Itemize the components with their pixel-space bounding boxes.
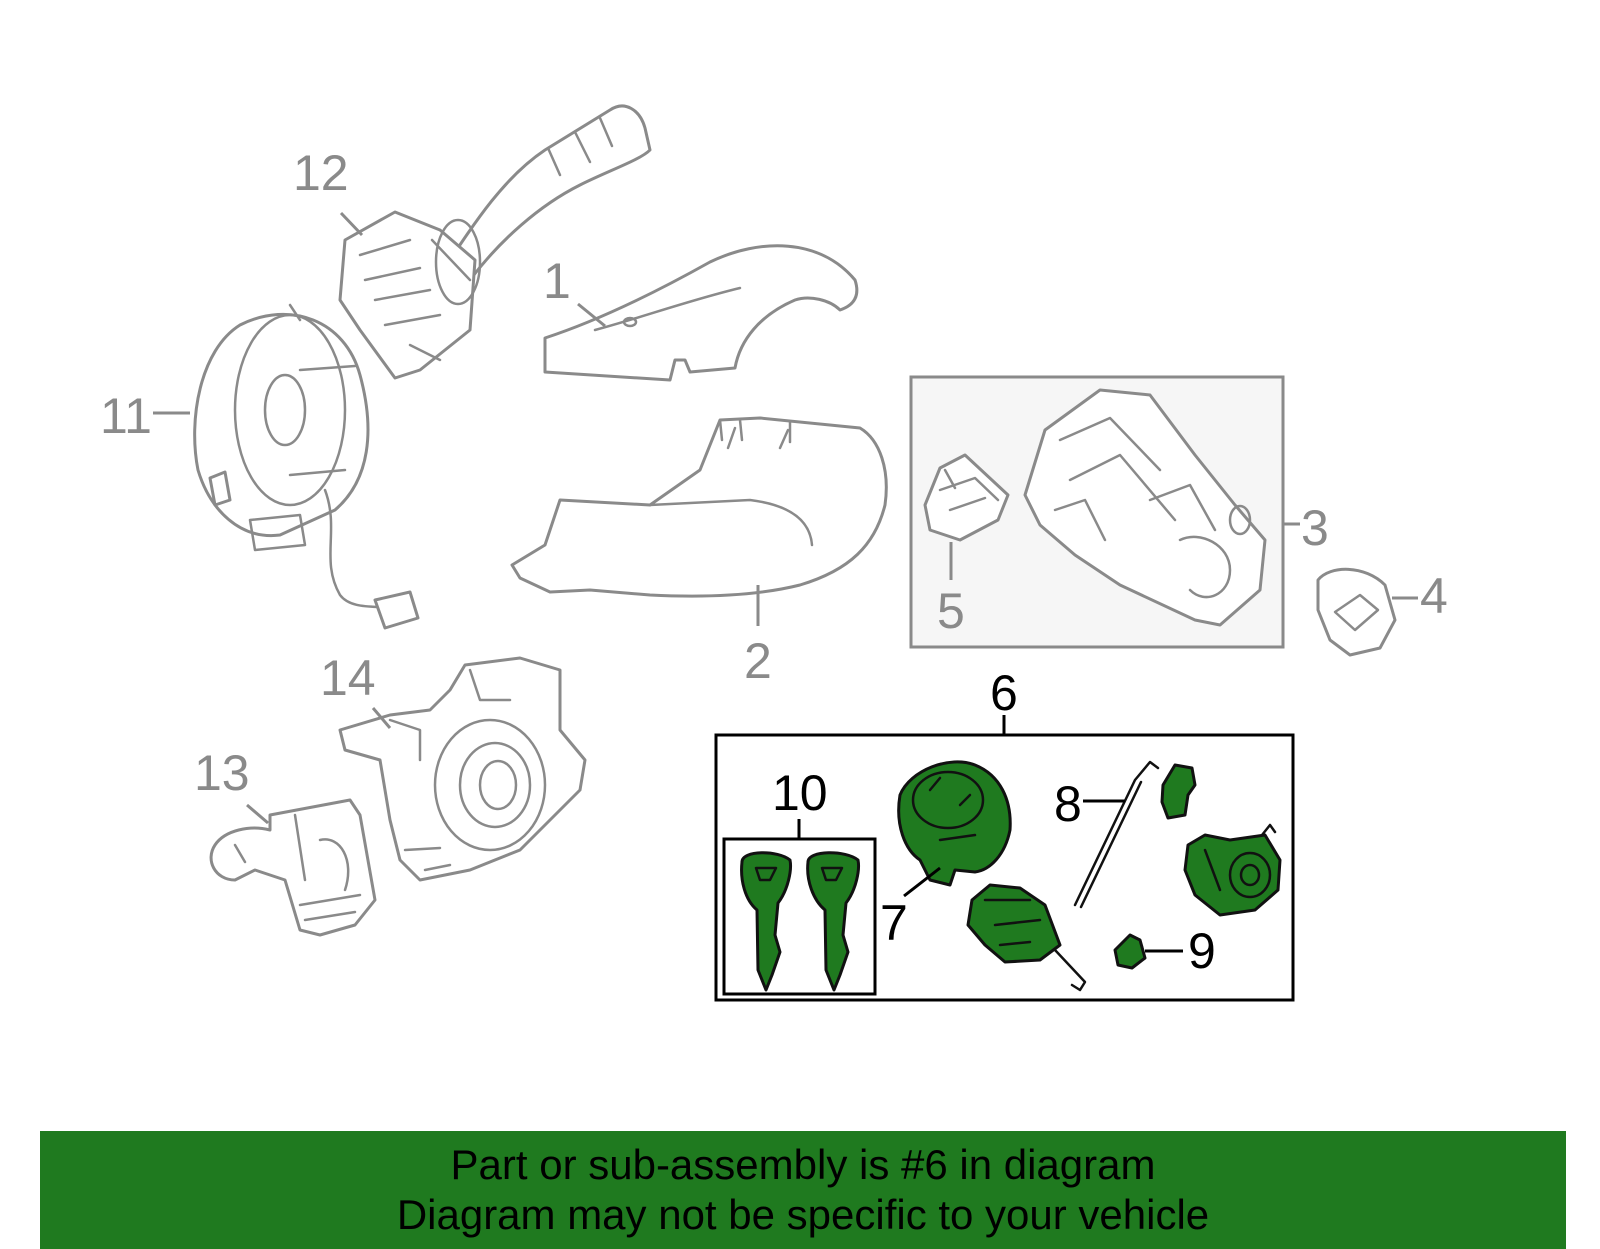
callout-12: 12 bbox=[293, 145, 349, 201]
part-2-lower-cover[interactable] bbox=[510, 416, 888, 598]
callout-2: 2 bbox=[744, 633, 772, 689]
part-3-lock-housing[interactable] bbox=[1023, 388, 1267, 627]
part-12-lever-switch[interactable] bbox=[338, 104, 652, 380]
part-10-key-right[interactable] bbox=[806, 851, 860, 992]
callout-1: 1 bbox=[543, 253, 571, 309]
callout-5: 5 bbox=[937, 583, 965, 639]
part-14-switch-base[interactable] bbox=[338, 656, 587, 882]
part-7-lock-cylinder[interactable] bbox=[897, 760, 1012, 887]
part-5-ignition-switch[interactable] bbox=[923, 453, 1010, 542]
footer-banner: Part or sub-assembly is #6 in diagram Di… bbox=[40, 1131, 1566, 1249]
part-8-rod[interactable] bbox=[1073, 760, 1160, 909]
part-1-upper-cover[interactable] bbox=[543, 244, 859, 382]
part-10-key-left[interactable] bbox=[740, 851, 792, 992]
part-6-door-cylinder[interactable] bbox=[1183, 823, 1282, 917]
callout-3: 3 bbox=[1301, 500, 1329, 556]
footer-line-2: Diagram may not be specific to your vehi… bbox=[396, 1191, 1210, 1238]
callout-4: 4 bbox=[1420, 568, 1448, 624]
callout-14: 14 bbox=[320, 650, 376, 706]
callout-8: 8 bbox=[1054, 776, 1082, 832]
part-9-clip[interactable] bbox=[1113, 933, 1147, 970]
callout-6: 6 bbox=[990, 665, 1018, 721]
part-8-lock-body[interactable] bbox=[966, 883, 1087, 992]
callout-10: 10 bbox=[772, 765, 828, 821]
part-8-clip[interactable] bbox=[1160, 763, 1197, 820]
part-4-knob[interactable] bbox=[1316, 567, 1397, 657]
callout-11: 11 bbox=[100, 388, 152, 444]
leader-lines bbox=[153, 211, 1418, 953]
callout-9: 9 bbox=[1188, 923, 1216, 979]
part-13-wiper-switch[interactable] bbox=[209, 798, 377, 937]
callout-13: 13 bbox=[194, 745, 250, 801]
footer-line-1: Part or sub-assembly is #6 in diagram bbox=[450, 1141, 1156, 1188]
part-11-clock-spring[interactable] bbox=[193, 303, 420, 630]
callout-7: 7 bbox=[880, 895, 908, 951]
